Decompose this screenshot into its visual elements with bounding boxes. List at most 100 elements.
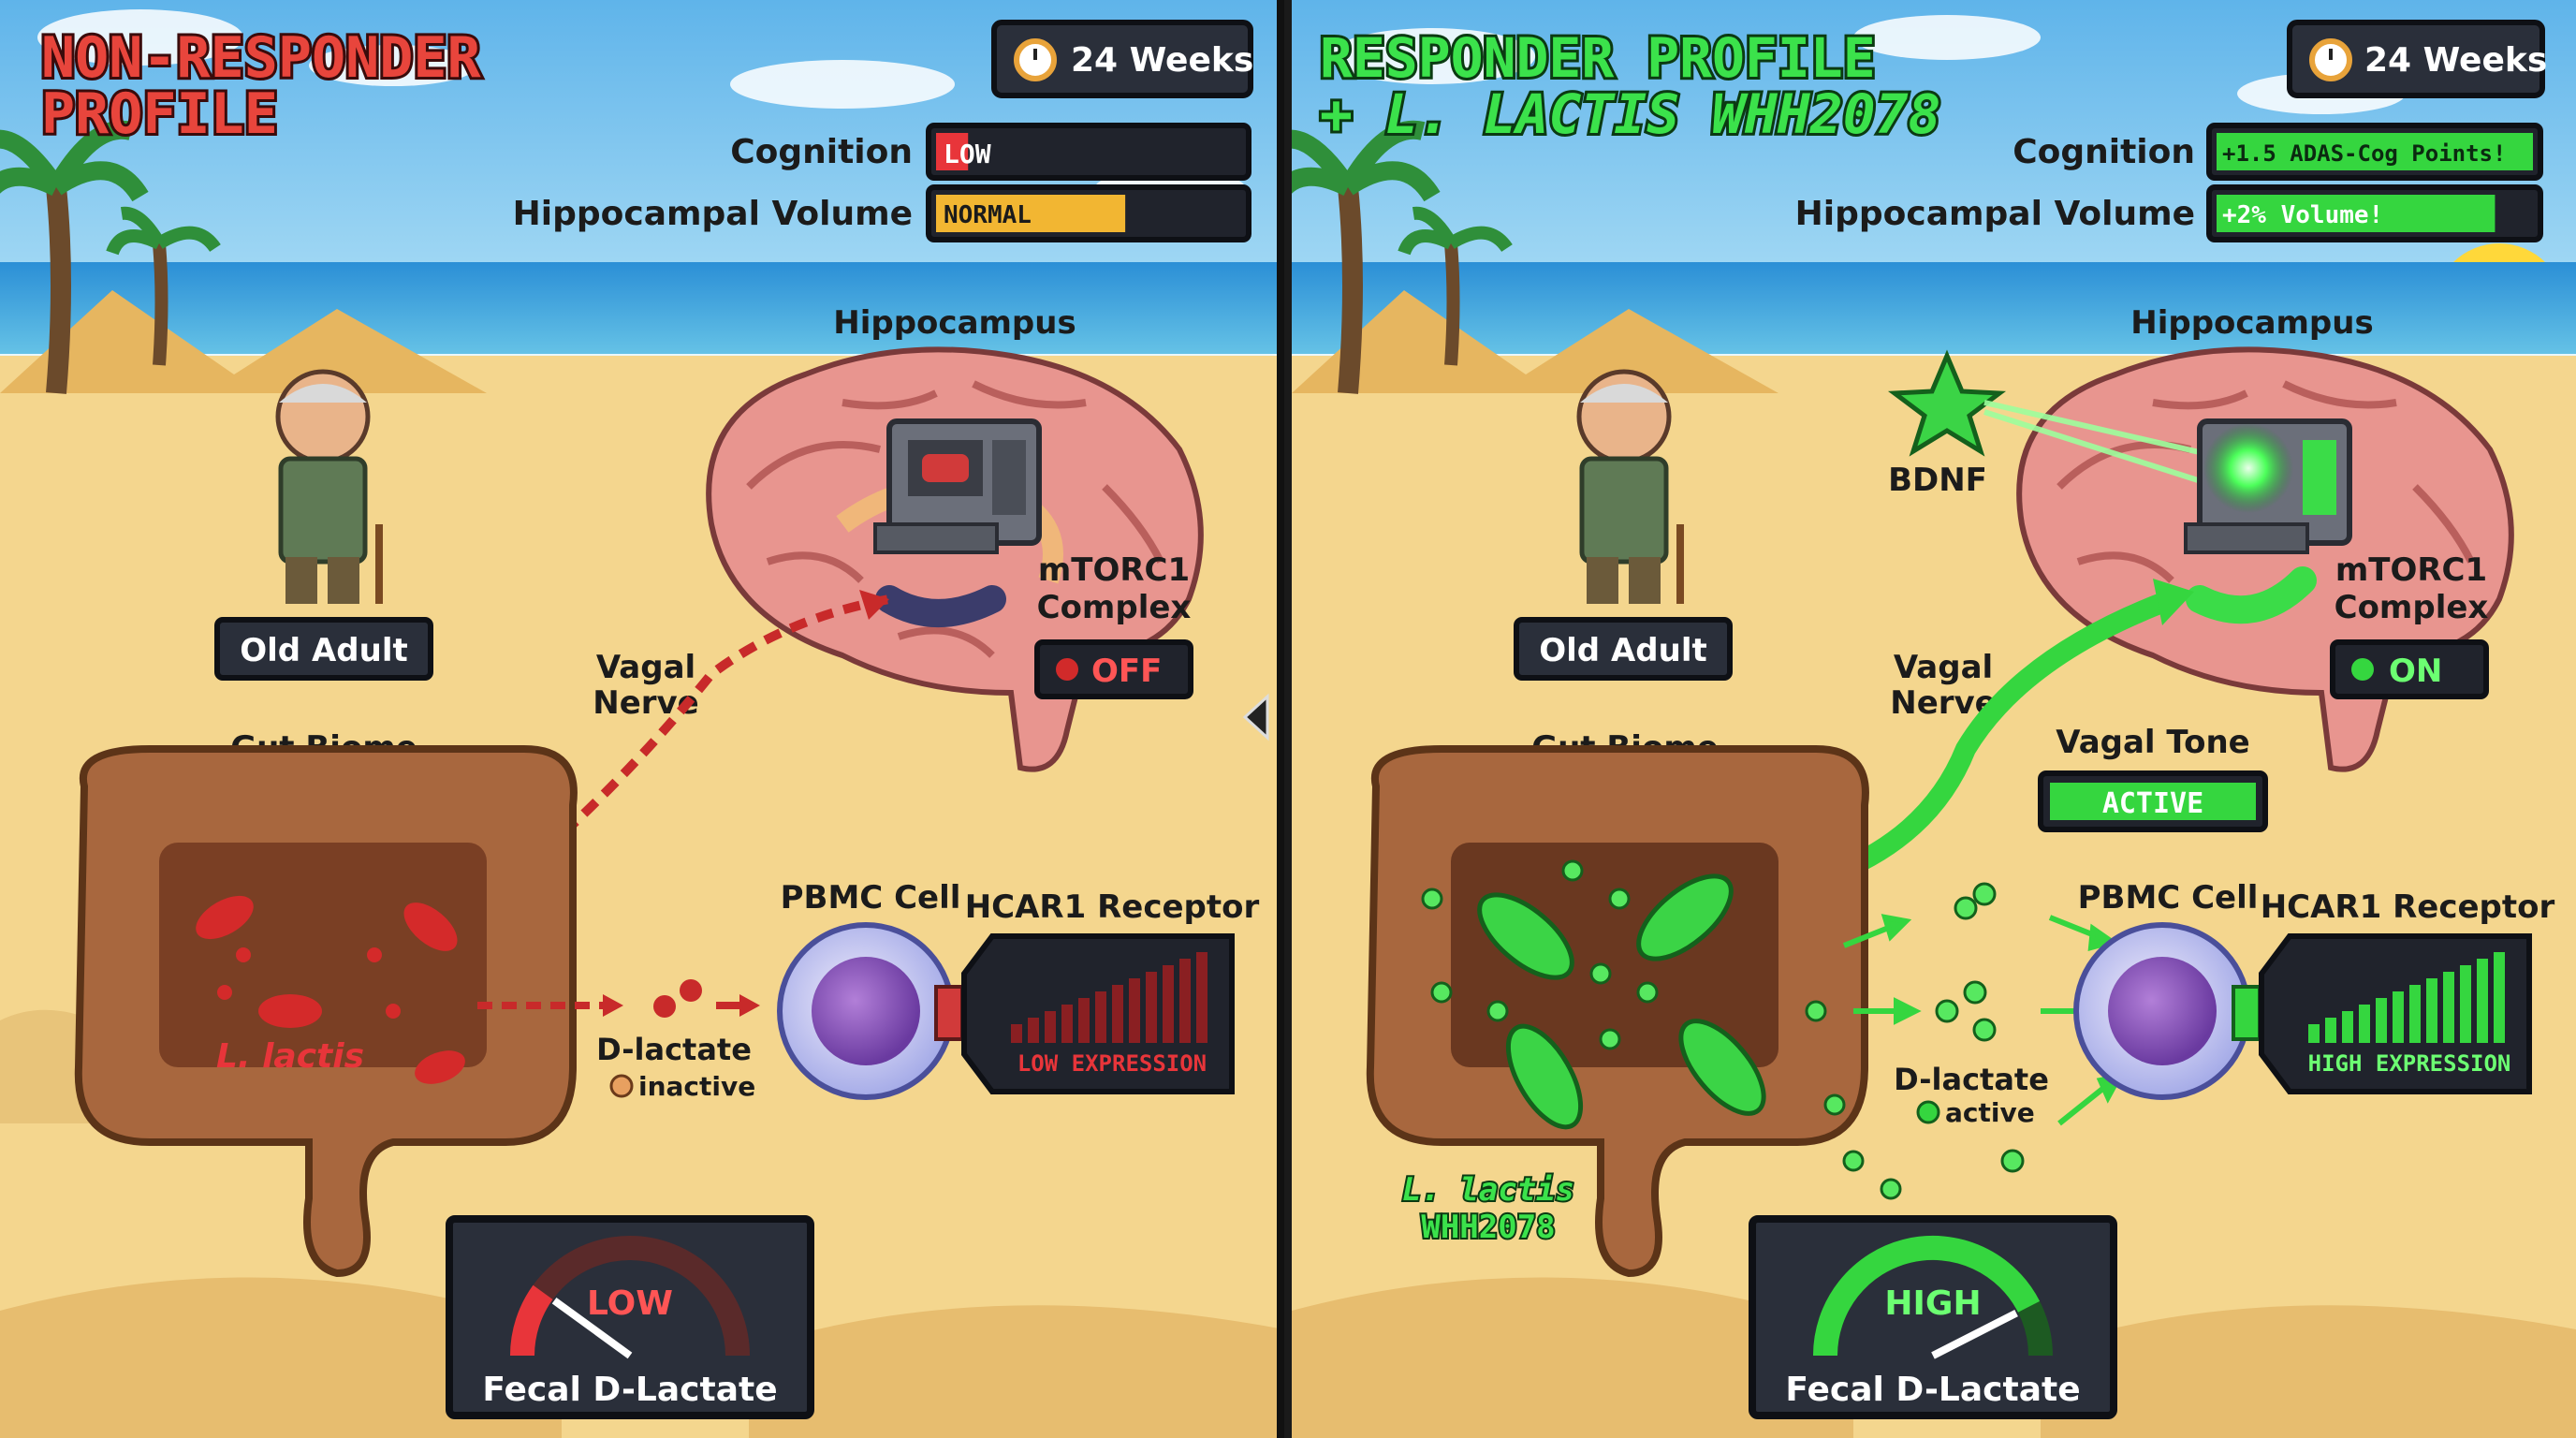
hippocampal-volume-label: Hippocampal Volume bbox=[513, 195, 913, 233]
dlactate-label: D-lactate bbox=[596, 1032, 752, 1067]
expression-bar bbox=[2443, 972, 2454, 1043]
expression-bar bbox=[1146, 972, 1157, 1043]
expression-bar bbox=[1179, 959, 1191, 1043]
mtorc1-complex-icon bbox=[873, 418, 1042, 554]
expression-bar bbox=[1078, 998, 1090, 1043]
duration-badge: 24 Weeks bbox=[2287, 20, 2547, 98]
expression-bars bbox=[1011, 952, 1208, 1043]
hcar1-expression-panel: HIGH EXPRESSION bbox=[2259, 933, 2532, 1094]
old-adult-label-box: Old Adult bbox=[214, 617, 433, 681]
pbmc-label: PBMC Cell bbox=[2078, 879, 2259, 917]
cognition-value: LOW bbox=[944, 139, 991, 169]
dlactate-molecules bbox=[1935, 882, 2025, 1173]
fecal-dlactate-gauge: LOW Fecal D-Lactate bbox=[446, 1215, 814, 1419]
panel-title-line1: RESPONDER PROFILE bbox=[1320, 26, 1876, 90]
expression-bars bbox=[2308, 952, 2505, 1043]
expression-bar bbox=[1163, 965, 1174, 1043]
mtorc1-status-badge: OFF bbox=[1034, 639, 1193, 699]
hcar1-receptor-icon bbox=[934, 985, 964, 1041]
mtorc1-label-line1: mTORC1 bbox=[2335, 551, 2487, 589]
gauge-needle bbox=[551, 1297, 633, 1359]
hippocampus-label: Hippocampus bbox=[2130, 304, 2373, 342]
vagal-nerve-path bbox=[539, 594, 890, 856]
panel-divider bbox=[1277, 0, 1284, 1438]
mtorc1-label-line1: mTORC1 bbox=[1038, 551, 1190, 589]
vagal-tone-badge: ACTIVE bbox=[2038, 770, 2268, 832]
duration-badge: 24 Weeks bbox=[991, 20, 1253, 98]
cognition-label: Cognition bbox=[730, 133, 913, 171]
hippocampus-label: Hippocampus bbox=[833, 304, 1076, 342]
vagal-tone-status: ACTIVE bbox=[2102, 787, 2203, 820]
expression-bar bbox=[2376, 998, 2387, 1043]
gauge-value: HIGH bbox=[1884, 1284, 1981, 1323]
vagal-nerve-path bbox=[1806, 589, 2182, 890]
dlactate-state-icon bbox=[609, 1074, 634, 1098]
vagal-tone-label: Vagal Tone bbox=[2056, 724, 2249, 761]
expression-bar bbox=[1112, 985, 1123, 1043]
pbmc-label: PBMC Cell bbox=[781, 879, 961, 917]
vagal-nerve-label-line1: Vagal bbox=[1894, 649, 1993, 686]
gauge-value: LOW bbox=[587, 1284, 673, 1323]
duration-text: 24 Weeks bbox=[2364, 41, 2547, 80]
mtorc1-status-badge: ON bbox=[2330, 639, 2489, 699]
bdnf-label: BDNF bbox=[1888, 462, 1987, 499]
dlactate-state: inactive bbox=[638, 1071, 755, 1102]
expression-bar bbox=[2308, 1024, 2320, 1043]
bacteria-label: L. lactis bbox=[216, 1037, 364, 1076]
expression-bar bbox=[1095, 991, 1106, 1043]
palm-tree-icon bbox=[1292, 120, 1513, 394]
vagal-nerve-label-line1: Vagal bbox=[596, 649, 695, 686]
old-adult-label: Old Adult bbox=[240, 632, 408, 669]
panel-title-line2: + L. LACTIS WHH2078 bbox=[1320, 82, 1940, 146]
hippocampal-volume-label: Hippocampal Volume bbox=[1795, 195, 2195, 233]
expression-label: LOW EXPRESSION bbox=[1017, 1050, 1207, 1077]
mtorc1-status: OFF bbox=[1091, 653, 1162, 690]
expression-bar bbox=[1028, 1018, 1039, 1043]
bacteria-label-line1: L. lactis bbox=[1402, 1171, 1574, 1209]
dlactate-state: active bbox=[1945, 1097, 2035, 1128]
pbmc-cell-icon bbox=[2073, 922, 2251, 1100]
expression-label: HIGH EXPRESSION bbox=[2308, 1050, 2511, 1077]
responder-panel: RESPONDER PROFILE + L. LACTIS WHH2078 24… bbox=[1292, 0, 2576, 1438]
hippocampal-volume-value: NORMAL bbox=[944, 201, 1032, 229]
dlactate-state-icon bbox=[1916, 1100, 1940, 1124]
bacteria-label-line2: WHH2078 bbox=[1421, 1209, 1555, 1246]
old-adult-label: Old Adult bbox=[1539, 632, 1707, 669]
mtorc1-label-line2: Complex bbox=[1037, 589, 1192, 626]
non-responder-panel: NON-RESPONDER PROFILE 24 Weeks Cognition… bbox=[0, 0, 1284, 1438]
expression-bar bbox=[1045, 1011, 1056, 1043]
gauge-needle bbox=[1931, 1310, 2018, 1359]
palm-tree-icon bbox=[0, 120, 221, 394]
hippocampal-volume-value: +2% Volume! bbox=[2222, 201, 2383, 229]
clouds bbox=[1329, 15, 2406, 114]
old-adult-icon bbox=[1576, 369, 1684, 604]
cognition-bar: +1.5 ADAS-Cog Points! bbox=[2206, 123, 2543, 181]
sea bbox=[0, 262, 1284, 365]
mtorc1-complex-icon bbox=[2184, 418, 2352, 554]
expression-bar bbox=[2494, 952, 2505, 1043]
mtorc1-label-line2: Complex bbox=[2334, 589, 2489, 626]
duration-text: 24 Weeks bbox=[1071, 41, 1253, 80]
mtorc1-status: ON bbox=[2389, 653, 2442, 690]
expression-bar bbox=[2393, 991, 2404, 1043]
dlactate-molecules bbox=[653, 979, 702, 1018]
gauge-label: Fecal D-Lactate bbox=[482, 1371, 777, 1409]
cognition-value: +1.5 ADAS-Cog Points! bbox=[2222, 140, 2506, 167]
expression-bar bbox=[2342, 1011, 2353, 1043]
vagal-nerve-label-line2: Nerve bbox=[593, 684, 699, 722]
hcar1-receptor-icon bbox=[2232, 985, 2261, 1041]
expression-bar bbox=[2460, 965, 2471, 1043]
expression-bar bbox=[2409, 985, 2421, 1043]
expression-bar bbox=[1011, 1024, 1022, 1043]
cognition-label: Cognition bbox=[2012, 133, 2195, 171]
cognition-bar: LOW bbox=[926, 123, 1251, 181]
expression-bar bbox=[2359, 1005, 2370, 1043]
old-adult-icon bbox=[275, 369, 383, 604]
hcar1-label: HCAR1 Receptor bbox=[2261, 888, 2555, 926]
active-bacteria bbox=[1477, 873, 1766, 1130]
hcar1-expression-panel: LOW EXPRESSION bbox=[961, 933, 1235, 1094]
sea bbox=[1292, 262, 2576, 365]
dlactate-particles bbox=[1421, 859, 1902, 1200]
expression-bar bbox=[2426, 978, 2437, 1043]
